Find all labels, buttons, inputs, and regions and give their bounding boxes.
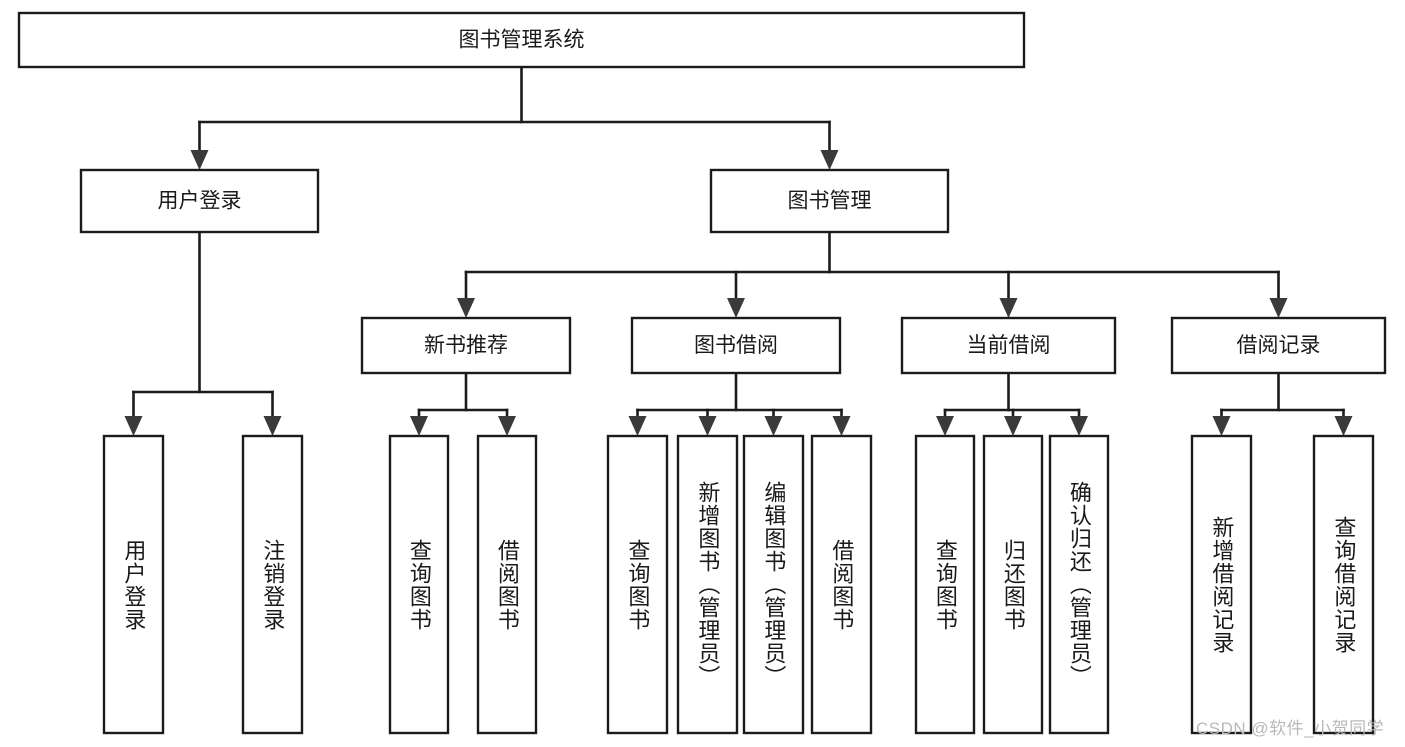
node-box-leaf-11[interactable] — [1190, 434, 1253, 735]
node-box-level3-0[interactable] — [360, 316, 572, 375]
node-box-leaf-8[interactable] — [914, 434, 976, 735]
edge-book-mgmt-arrow-1 — [727, 298, 745, 318]
node-box-level3-1[interactable] — [630, 316, 842, 375]
node-box-level2-0[interactable] — [79, 168, 320, 234]
edge-level3-2-arrow-0 — [936, 416, 954, 436]
node-box-leaf-12[interactable] — [1312, 434, 1375, 735]
node-label-level2-1: 图书管理 — [788, 190, 872, 213]
node-box-level3-3[interactable] — [1170, 316, 1387, 375]
node-label-level3-2: 当前借阅 — [967, 334, 1051, 357]
node-box-leaf-6[interactable] — [742, 434, 805, 735]
node-box-leaf-10[interactable] — [1048, 434, 1110, 735]
edge-level3-0-arrow-0 — [410, 416, 428, 436]
edge-user-login-arrow-0 — [124, 416, 143, 436]
node-box-leaf-9[interactable] — [982, 434, 1044, 735]
edge-level3-3-arrow-0 — [1212, 416, 1231, 436]
edge-level3-1-arrow-1 — [698, 416, 717, 436]
node-label-level3-1: 图书借阅 — [694, 334, 778, 357]
edge-level3-2-arrow-1 — [1004, 416, 1022, 436]
edge-level3-2-arrow-2 — [1070, 416, 1088, 436]
edge-level3-1-arrow-3 — [832, 416, 851, 436]
edge-book-mgmt-arrow-3 — [1269, 298, 1288, 318]
edge-level3-0-arrow-1 — [498, 416, 516, 436]
node-box-leaf-7[interactable] — [810, 434, 873, 735]
csdn-watermark: CSDN @软件_小贺同学 — [1196, 719, 1385, 738]
node-box-leaf-2[interactable] — [388, 434, 450, 735]
node-label-root: 图书管理系统 — [459, 29, 585, 52]
edge-level3-1-arrow-0 — [628, 416, 647, 436]
node-box-leaf-0[interactable] — [102, 434, 165, 735]
edge-user-login-arrow-1 — [263, 416, 282, 436]
node-box-layer — [17, 11, 1387, 735]
node-box-leaf-1[interactable] — [241, 434, 304, 735]
node-label-level3-3: 借阅记录 — [1237, 334, 1321, 357]
edge-level3-1-arrow-2 — [764, 416, 783, 436]
edge-root-arrow-1 — [820, 150, 839, 170]
connector-layer — [124, 65, 1353, 436]
edge-root-arrow-0 — [190, 150, 209, 170]
node-box-leaf-4[interactable] — [606, 434, 669, 735]
node-box-root[interactable] — [17, 11, 1026, 69]
node-box-level2-1[interactable] — [709, 168, 950, 234]
edge-level3-3-arrow-1 — [1334, 416, 1353, 436]
node-box-leaf-3[interactable] — [476, 434, 538, 735]
edge-book-mgmt-arrow-0 — [457, 298, 475, 318]
node-label-level2-0: 用户登录 — [158, 190, 242, 213]
node-label-level3-0: 新书推荐 — [424, 334, 508, 357]
edge-book-mgmt-arrow-2 — [999, 298, 1018, 318]
node-box-leaf-5[interactable] — [676, 434, 739, 735]
node-box-level3-2[interactable] — [900, 316, 1117, 375]
